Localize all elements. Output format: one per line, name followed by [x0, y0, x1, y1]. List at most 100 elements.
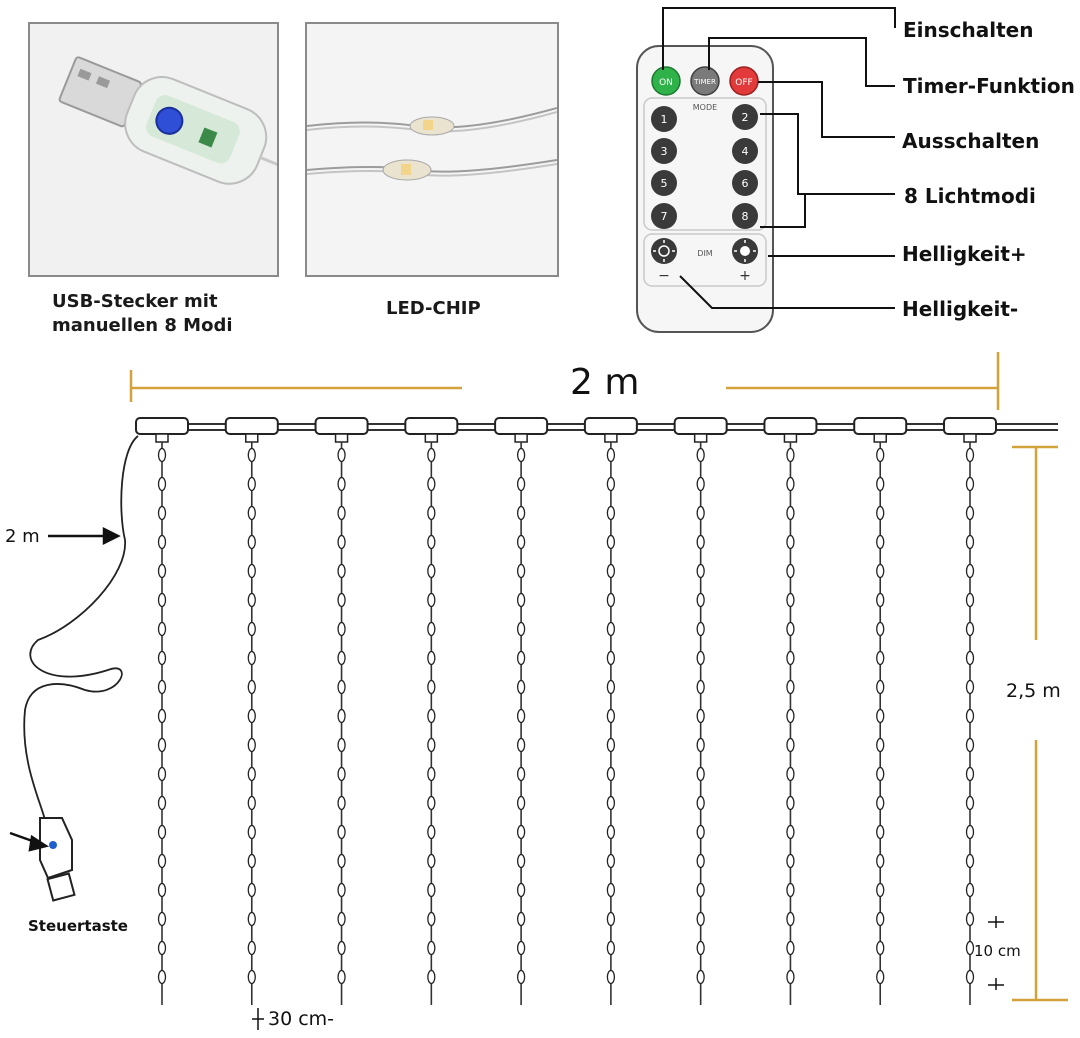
- led-bead: [427, 795, 436, 811]
- led-bead: [876, 737, 885, 753]
- led-bead: [427, 679, 436, 695]
- led-bead: [427, 766, 436, 782]
- light-strand: [224, 417, 279, 1005]
- led-bead: [157, 911, 167, 927]
- strand-connector: [224, 417, 279, 435]
- brightness-down-button[interactable]: [651, 238, 677, 264]
- led-bead: [516, 534, 526, 550]
- led-bead: [965, 592, 975, 608]
- led-bead: [516, 592, 526, 608]
- mode-key-2[interactable]: 2: [732, 104, 758, 130]
- led-bead: [337, 592, 346, 608]
- strand-connector: [673, 417, 728, 435]
- led-bead: [427, 534, 436, 550]
- light-strand: [673, 417, 728, 1005]
- led-bead: [696, 476, 705, 492]
- led-bead: [157, 853, 167, 869]
- mode-key-3-label: 3: [661, 145, 668, 158]
- dim-label: DIM: [697, 249, 713, 258]
- callout-timer: Timer-Funktion: [903, 74, 1075, 98]
- led-bead: [337, 824, 346, 840]
- led-bead: [247, 534, 256, 550]
- led-bead: [876, 592, 885, 608]
- led-bead: [337, 766, 346, 782]
- led-bead: [247, 679, 256, 695]
- led-bead: [786, 476, 795, 492]
- led-bead: [786, 534, 795, 550]
- light-strand: [853, 417, 908, 1005]
- led-bead: [337, 708, 346, 724]
- light-strand: [943, 417, 997, 1005]
- led-bead: [157, 795, 167, 811]
- led-bead: [876, 679, 885, 695]
- led-bead: [157, 882, 167, 898]
- led-bead: [516, 563, 526, 579]
- led-bead: [876, 505, 885, 521]
- led-bead: [786, 969, 795, 985]
- led-bead: [696, 940, 705, 956]
- usb-caption: USB-Stecker mit manuellen 8 Modi: [52, 290, 233, 338]
- led-bead: [157, 447, 167, 463]
- callout-lichtmodi: 8 Lichtmodi: [904, 184, 1036, 208]
- led-bead: [965, 969, 975, 985]
- led-bead: [876, 650, 885, 666]
- light-strand: [404, 417, 459, 1005]
- led-bead: [157, 592, 167, 608]
- off-button-label: OFF: [735, 78, 752, 88]
- led-bead: [247, 621, 256, 637]
- led-bead: [516, 476, 526, 492]
- led-bead: [157, 940, 167, 956]
- led-bead: [157, 679, 167, 695]
- cable-arrow-icon: [48, 526, 121, 546]
- led-bead: [157, 824, 167, 840]
- timer-button[interactable]: TIMER: [690, 66, 720, 96]
- callout-einschalten: Einschalten: [903, 18, 1034, 42]
- mode-key-8[interactable]: 8: [732, 203, 758, 229]
- mode-key-4[interactable]: 4: [732, 138, 758, 164]
- led-bead: [337, 853, 346, 869]
- led-bead: [786, 882, 795, 898]
- led-bead: [247, 940, 256, 956]
- led-bead: [516, 447, 526, 463]
- led-bead: [786, 505, 795, 521]
- led-bead: [337, 882, 346, 898]
- led-bead: [696, 766, 705, 782]
- light-strand: [314, 417, 369, 1005]
- led-bead: [965, 882, 975, 898]
- mode-key-3[interactable]: 3: [651, 138, 677, 164]
- led-bead: [696, 969, 705, 985]
- led-bead: [427, 592, 436, 608]
- led-bead: [427, 911, 436, 927]
- led-bead: [157, 708, 167, 724]
- led-bead: [965, 940, 975, 956]
- led-bead: [516, 737, 526, 753]
- led-bead: [337, 911, 346, 927]
- mode-key-1[interactable]: 1: [651, 106, 677, 132]
- led-bead: [696, 447, 705, 463]
- led-bead: [965, 824, 975, 840]
- led-bead: [606, 650, 616, 666]
- led-bead: [696, 824, 705, 840]
- on-button[interactable]: ON: [651, 66, 681, 96]
- led-bead: [157, 563, 167, 579]
- mode-key-6[interactable]: 6: [732, 170, 758, 196]
- control-button-icon: [155, 106, 184, 135]
- led-bead: [337, 650, 346, 666]
- mode-key-7-label: 7: [661, 210, 668, 223]
- light-strand: [494, 417, 549, 1005]
- mode-key-7[interactable]: 7: [651, 203, 677, 229]
- led-bead: [337, 621, 346, 637]
- led-bead: [157, 534, 167, 550]
- mode-key-5[interactable]: 5: [651, 170, 677, 196]
- led-bead: [247, 969, 256, 985]
- led-bead: [696, 650, 705, 666]
- brightness-up-button[interactable]: [732, 238, 758, 264]
- control-button-label: Steuertaste: [28, 917, 128, 935]
- led-bead: [606, 679, 616, 695]
- light-strands: [135, 417, 997, 1005]
- strand-connector: [404, 417, 459, 435]
- led-bead: [965, 505, 975, 521]
- led-bead: [965, 679, 975, 695]
- led-bead: [516, 911, 526, 927]
- led-bead: [157, 476, 167, 492]
